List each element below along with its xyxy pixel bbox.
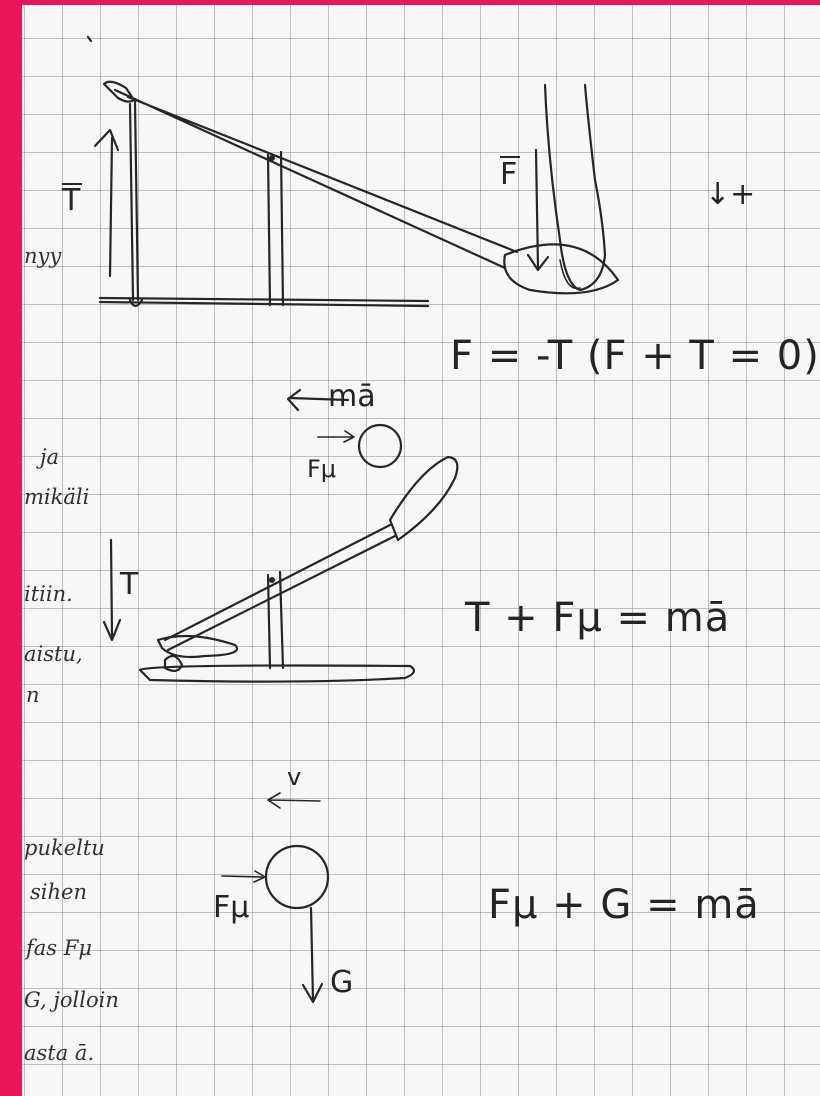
diagram-3-ball-flight — [221, 792, 330, 1004]
friction-arrow — [317, 430, 355, 443]
tension-arrow-head — [102, 618, 122, 642]
margin-note: fas Fμ — [26, 936, 92, 960]
ball — [264, 844, 330, 910]
friction-label-3: Fμ — [213, 890, 250, 925]
margin-note: nyy — [24, 244, 62, 268]
friction-arrow — [221, 870, 266, 883]
page-top-edge — [0, 0, 820, 5]
string-knot — [128, 298, 144, 308]
velocity-arrow — [267, 792, 321, 809]
margin-note: itiin. — [24, 582, 73, 606]
base-board — [98, 300, 430, 308]
margin-note: pukeltu — [24, 836, 105, 860]
fingernail — [559, 259, 581, 290]
fulcrum-post — [266, 570, 285, 670]
margin-note: sihen — [30, 880, 87, 904]
equation-2: T + Fμ = mā — [465, 595, 731, 641]
force-overbar-1 — [500, 156, 520, 158]
velocity-label-3: v — [287, 763, 302, 791]
tension-overbar-1 — [62, 183, 82, 185]
finger — [543, 83, 607, 292]
stray-ink-dot — [86, 35, 93, 43]
grid-paper — [22, 0, 820, 1096]
base-board — [138, 664, 416, 683]
margin-note: ja — [40, 445, 60, 469]
fulcrum-post — [266, 150, 285, 307]
margin-note: mikäli — [24, 485, 90, 509]
tension-arrow — [109, 538, 114, 638]
tension-label-1: T — [62, 183, 81, 218]
friction-label-2: Fμ — [307, 455, 337, 483]
gravity-arrow — [309, 906, 315, 1002]
string-coil — [156, 634, 238, 659]
spoon-bowl — [388, 455, 459, 542]
margin-note: aistu, — [24, 642, 83, 666]
tension-label-2: T — [120, 567, 139, 602]
page-left-edge — [0, 0, 22, 1096]
tension-arrow — [108, 136, 114, 278]
equation-1: F = -T (F + T = 0) — [450, 333, 820, 379]
ma-arrow — [288, 396, 350, 402]
margin-note: asta ā. — [24, 1041, 95, 1065]
force-arrow — [534, 148, 540, 270]
margin-note: n — [26, 683, 40, 707]
direction-mark: ↓+ — [705, 177, 756, 212]
spoon-handle-end — [102, 80, 136, 103]
margin-note: G, jolloin — [24, 988, 119, 1012]
gravity-arrow-head — [301, 982, 324, 1004]
base-board-edge — [98, 296, 430, 303]
string-knot — [163, 654, 184, 672]
pivot-pin — [269, 577, 275, 583]
diagram-2-catapult-released — [102, 388, 459, 683]
gravity-label-3: G — [330, 965, 354, 1000]
tension-arrow-head — [93, 128, 120, 152]
tension-string — [128, 100, 140, 302]
diagram-1-catapult-loaded — [93, 80, 620, 308]
equation-3: Fμ + G = mā — [488, 882, 760, 928]
force-arrow-head — [526, 253, 550, 272]
ball — [357, 423, 403, 469]
spoon-handle — [163, 523, 397, 652]
pivot-pin — [269, 155, 275, 161]
spoon-handle — [113, 88, 519, 270]
ma-label-2: mā — [328, 379, 376, 414]
ma-arrow-head — [286, 388, 302, 412]
force-label-1: F — [500, 157, 518, 192]
